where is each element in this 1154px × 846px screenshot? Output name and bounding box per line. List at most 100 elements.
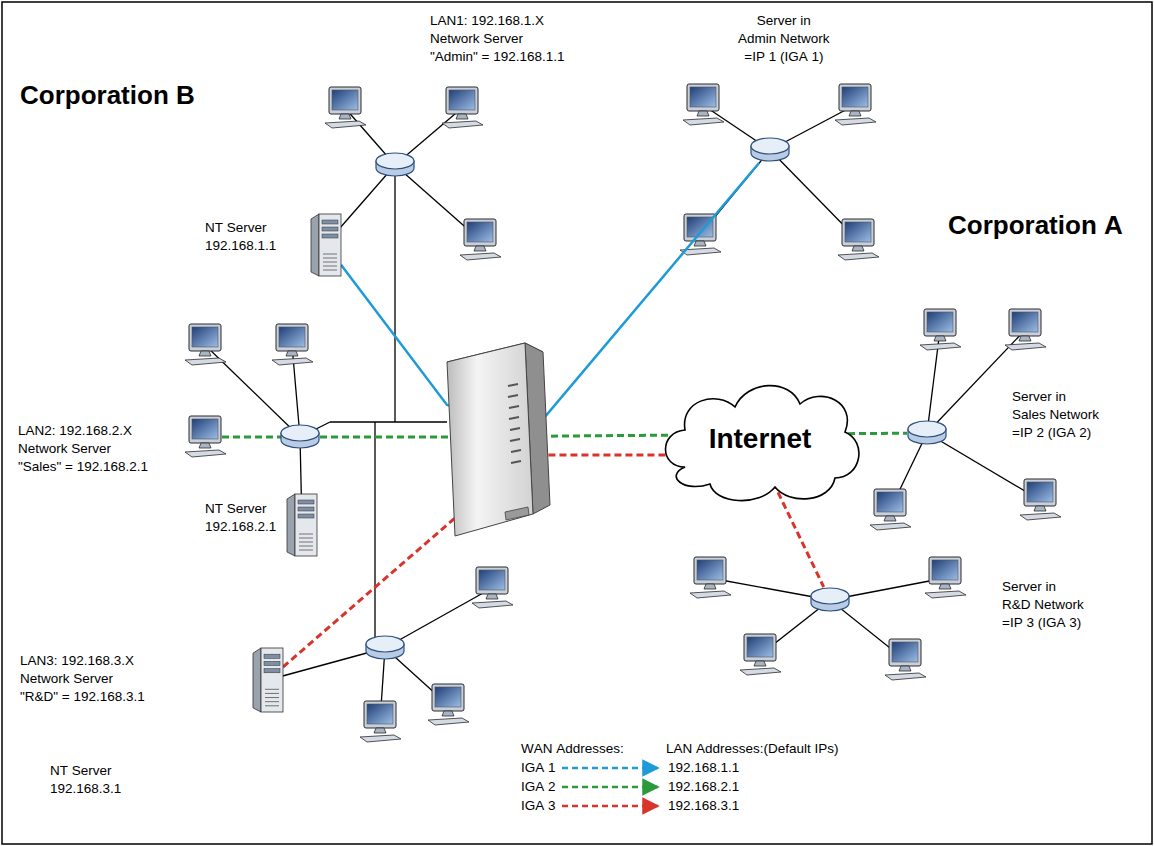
computer-icon xyxy=(428,684,469,725)
tower-front xyxy=(295,494,317,556)
tower-outline xyxy=(287,494,317,556)
computer-group xyxy=(185,84,1061,742)
backbone-wire xyxy=(330,421,447,422)
hub-top xyxy=(751,138,789,154)
node-text: NT Server 192.168.1.1 xyxy=(205,219,293,255)
drive-bay xyxy=(322,227,338,231)
computer-icon xyxy=(272,324,313,365)
router-device xyxy=(447,343,550,536)
node-text: LAN3: 192.168.3.X Network Server "R&D" =… xyxy=(20,652,150,706)
vent-line xyxy=(265,693,279,694)
legend-arrow xyxy=(562,786,658,789)
lan-hub: Server in Sales Network =IP 2 (IGA 2) xyxy=(907,420,947,446)
computer-icon xyxy=(360,701,401,742)
computer-icon xyxy=(925,557,966,598)
computer-icon xyxy=(472,567,513,608)
vent-line xyxy=(323,270,337,271)
node-text: LAN1: 192.168.1.X Network Server "Admin"… xyxy=(430,12,570,66)
legend-arrows xyxy=(562,768,658,806)
computer-icon xyxy=(835,84,876,125)
vent-line xyxy=(323,254,337,255)
tower-side xyxy=(311,214,319,276)
vent-line xyxy=(323,258,337,259)
router-light xyxy=(510,439,520,441)
computer-icon xyxy=(442,87,483,128)
hub-outline xyxy=(365,635,405,661)
corporation-label: Corporation A xyxy=(948,210,1123,240)
router-front xyxy=(447,343,533,536)
tower-side xyxy=(287,494,295,556)
computer-icon xyxy=(885,639,926,680)
hub-outline xyxy=(280,424,320,450)
computer-icon xyxy=(460,219,501,260)
network-wire xyxy=(927,433,1040,500)
vent-line xyxy=(299,546,313,547)
hub-top xyxy=(908,421,946,437)
computer-icon xyxy=(740,634,781,675)
legend-arrow xyxy=(562,805,658,808)
drive-bay xyxy=(264,661,280,665)
router-light xyxy=(508,395,518,397)
node-text: NT Server 192.168.3.1 xyxy=(50,762,138,798)
node-text: NT Server 192.168.2.1 xyxy=(205,500,293,536)
router-badge xyxy=(505,507,529,520)
computer-icon xyxy=(325,87,366,128)
computer-icon xyxy=(683,84,724,125)
backbone-wire xyxy=(394,165,395,422)
network-wires xyxy=(205,105,1040,722)
server-tower: NT Server 192.168.3.1 xyxy=(253,648,283,712)
node-text: LAN2: 192.168.2.X Network Server "Sales"… xyxy=(18,422,153,476)
hub-outline xyxy=(810,587,850,613)
tower-side xyxy=(253,648,261,712)
table-cell: IGA 2 xyxy=(521,778,556,796)
computer-icon xyxy=(1020,479,1061,520)
drive-bay xyxy=(264,669,280,673)
node-text: Server in R&D Network =IP 3 (IGA 3) xyxy=(1002,578,1086,632)
computer-icon xyxy=(870,489,911,530)
node-text: Server in Sales Network =IP 2 (IGA 2) xyxy=(1012,388,1102,442)
drive-bay xyxy=(264,654,280,658)
computer-icon xyxy=(838,219,879,260)
hub-outline xyxy=(750,137,790,163)
lan-hub: LAN3: 192.168.3.X Network Server "R&D" =… xyxy=(365,635,405,661)
drive-bay xyxy=(322,220,338,224)
table-header: WAN Addresses: xyxy=(521,740,624,758)
vent-line xyxy=(299,534,313,535)
lan-hub: LAN2: 192.168.2.X Network Server "Sales"… xyxy=(280,424,320,450)
table-cell: 192.168.2.1 xyxy=(668,778,739,796)
table-header: LAN Addresses:(Default IPs) xyxy=(666,740,839,758)
vent-line xyxy=(299,538,313,539)
node-text: Server in Admin Network =IP 1 (IGA 1) xyxy=(737,12,831,66)
router-light xyxy=(509,406,519,408)
router-light xyxy=(509,417,519,419)
router-light xyxy=(511,461,521,463)
drive-bay xyxy=(298,507,314,511)
computer-icon xyxy=(185,416,226,457)
legend-arrow xyxy=(562,767,658,770)
vent-line xyxy=(265,705,279,706)
tower-outline xyxy=(311,214,341,276)
corporation-label: Corporation B xyxy=(20,80,195,110)
vent-line xyxy=(265,697,279,698)
internet-cloud: Internet xyxy=(655,372,865,507)
table-cell: IGA 1 xyxy=(521,759,556,777)
table-cell: 192.168.1.1 xyxy=(668,759,739,777)
vent-line xyxy=(265,701,279,702)
drive-bay xyxy=(298,514,314,518)
drive-bay xyxy=(322,234,338,238)
hub-outline xyxy=(375,152,415,178)
vent-line xyxy=(265,689,279,690)
computer-icon xyxy=(690,557,731,598)
node-text: Internet xyxy=(655,423,865,455)
vent-line xyxy=(323,266,337,267)
hub-top xyxy=(376,153,414,169)
vent-line xyxy=(323,262,337,263)
hub-top xyxy=(366,636,404,652)
hub-top xyxy=(811,588,849,604)
server-tower: NT Server 192.168.2.1 xyxy=(287,494,317,556)
